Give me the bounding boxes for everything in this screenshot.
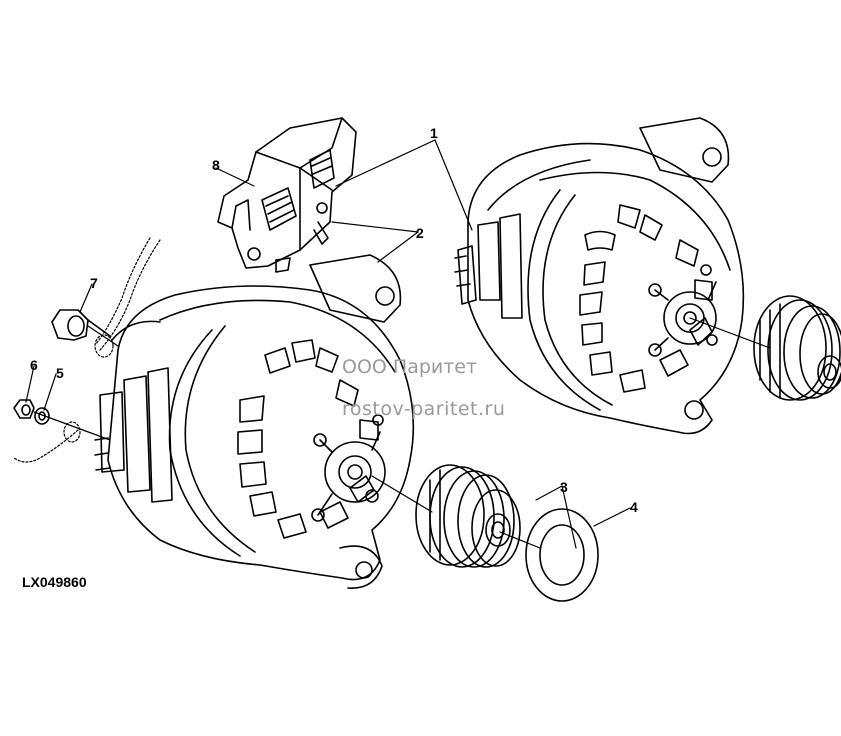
callout-5: 5 — [56, 365, 64, 381]
washer-5 — [34, 407, 50, 425]
washer — [525, 508, 599, 602]
callout-6: 6 — [30, 357, 38, 373]
watermark-company: ООО Паритет — [342, 356, 478, 378]
alternator-rear — [454, 117, 745, 435]
pulley-rear — [753, 295, 841, 401]
nut-7 — [51, 309, 111, 341]
leader-lines — [25, 139, 631, 549]
voltage-regulator — [217, 117, 357, 273]
watermark-url: rostov-paritet.ru — [342, 398, 506, 420]
callout-3: 3 — [560, 479, 568, 495]
callout-1: 1 — [430, 125, 438, 141]
wiring-cable — [13, 237, 161, 463]
callout-7: 7 — [90, 275, 98, 291]
callout-8: 8 — [212, 157, 220, 173]
pulley-front — [415, 464, 521, 568]
alternator-front — [94, 254, 415, 589]
figure-id: LX049860 — [22, 574, 87, 590]
callout-2: 2 — [416, 225, 424, 241]
callouts: 1 2 3 4 5 6 7 8 — [30, 125, 638, 515]
nut-6 — [13, 399, 35, 419]
alignment-lines — [33, 317, 771, 549]
callout-4: 4 — [630, 499, 638, 515]
